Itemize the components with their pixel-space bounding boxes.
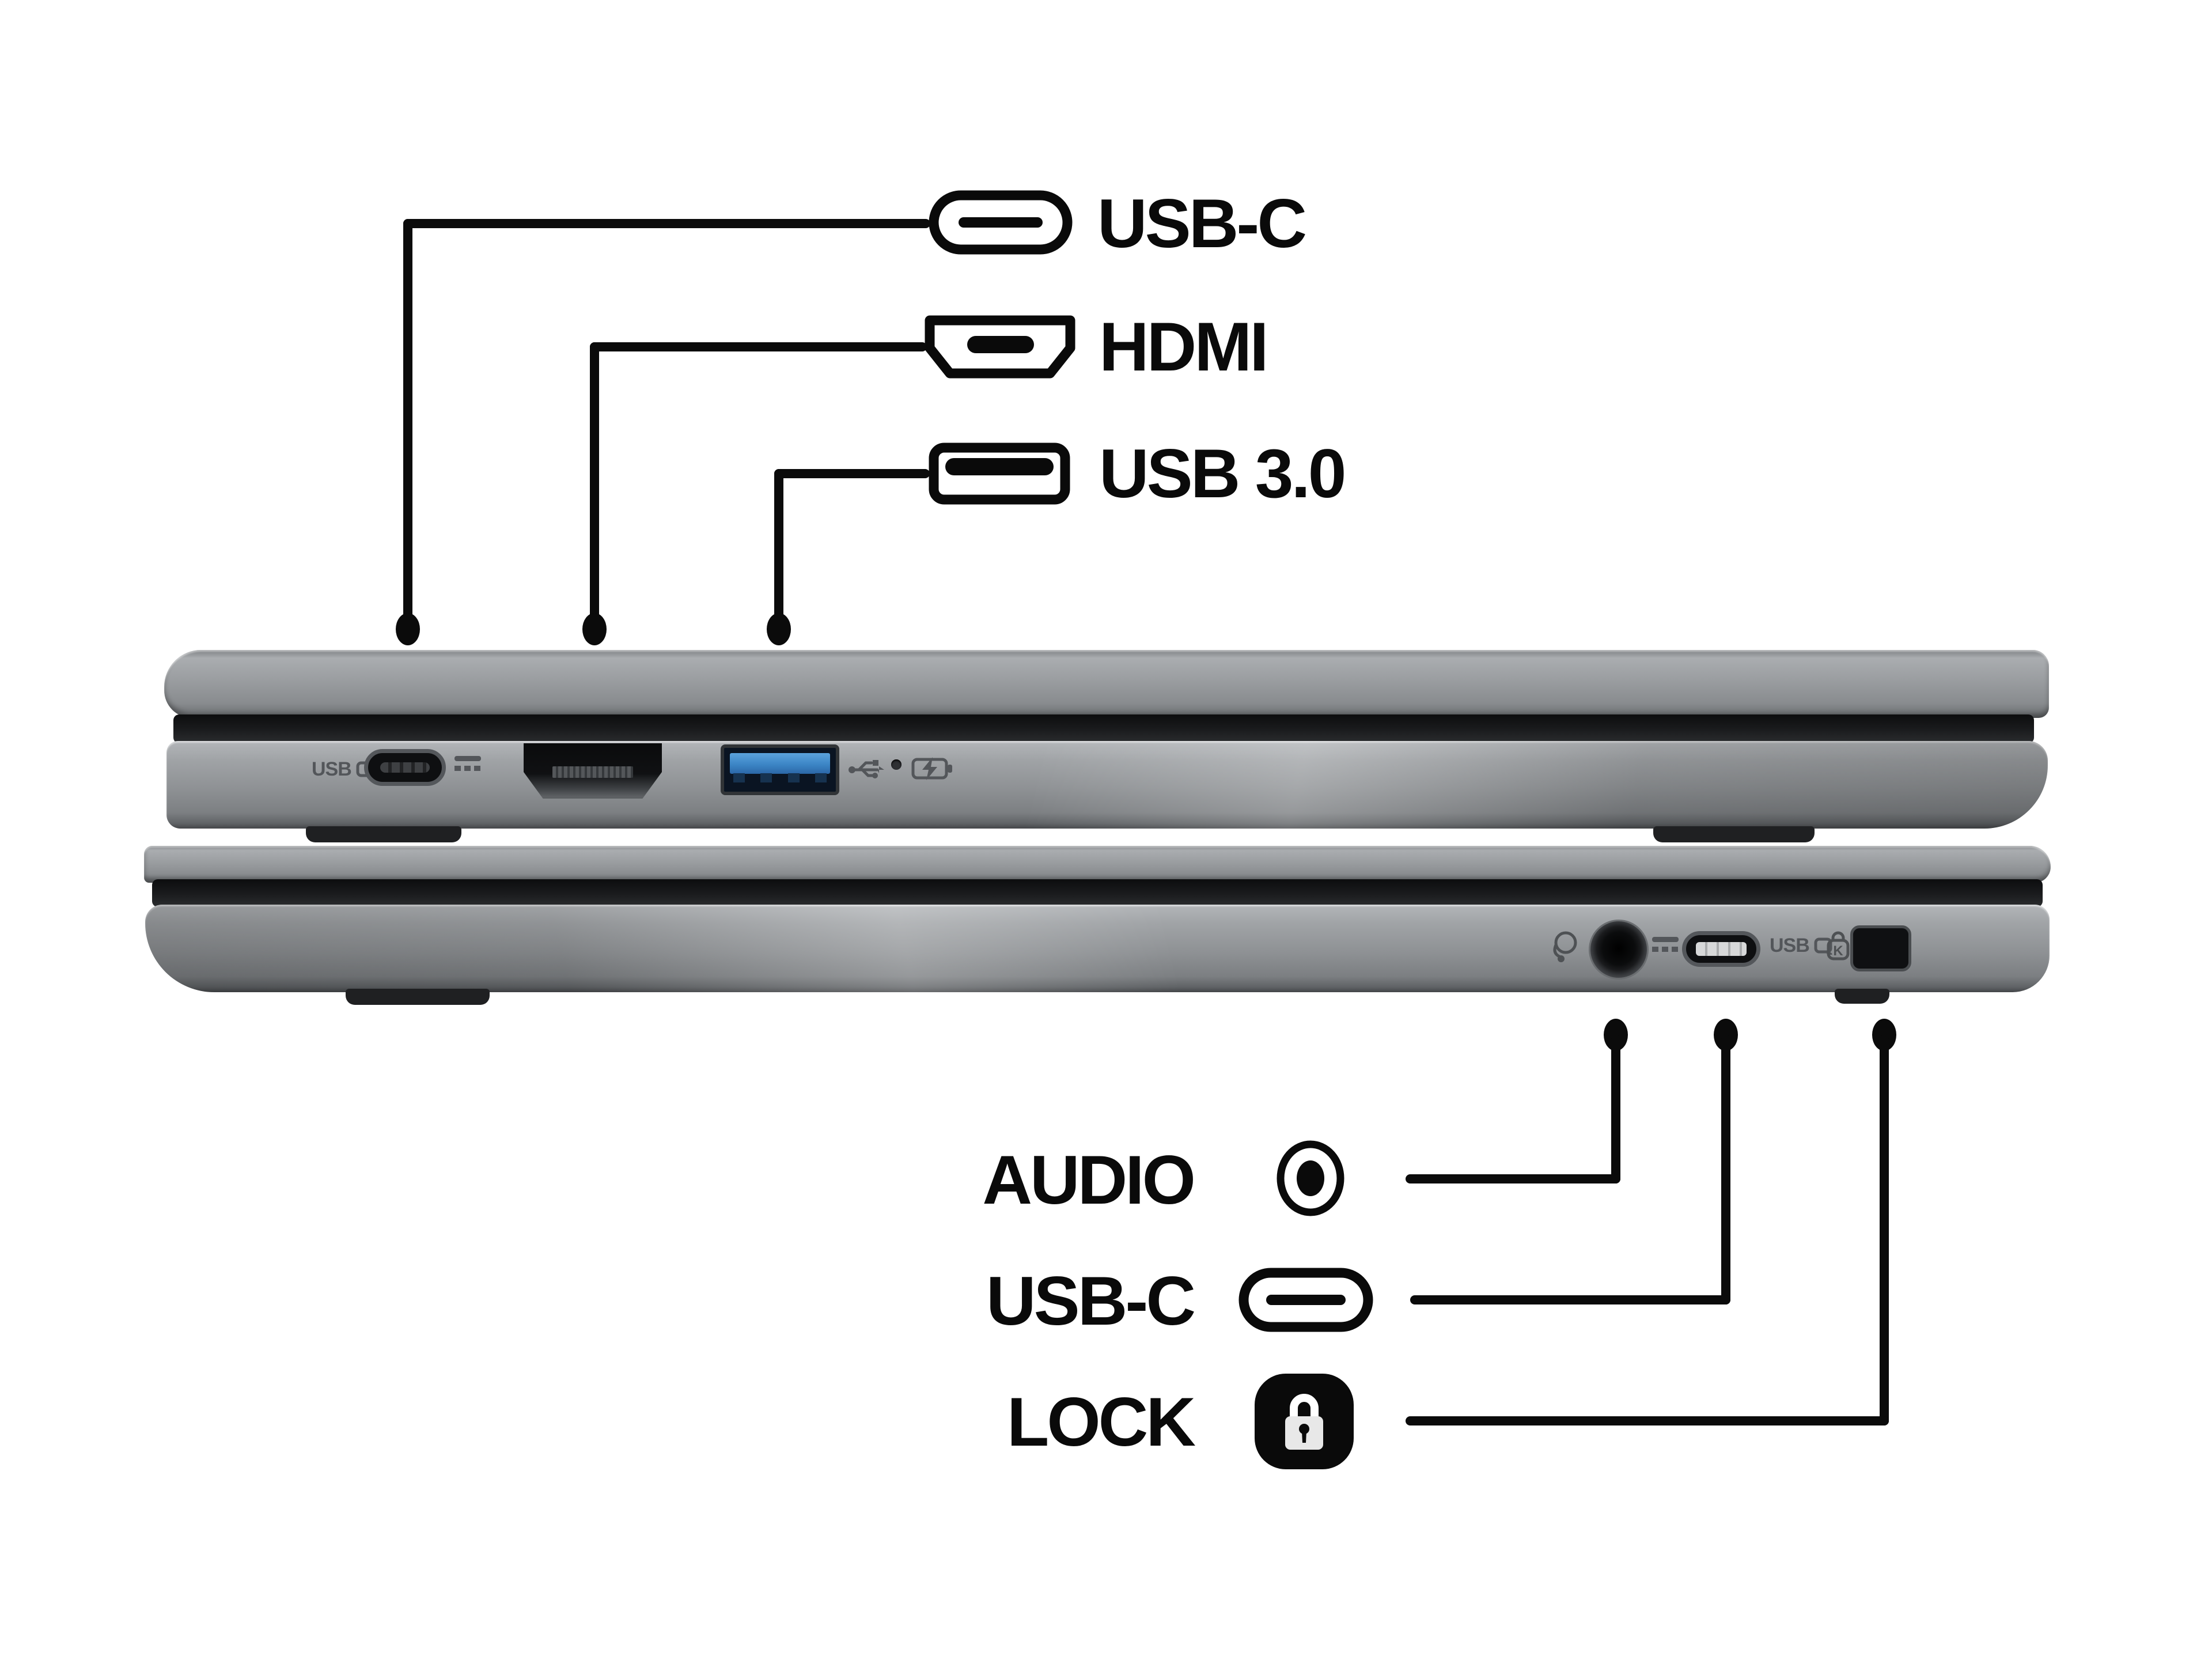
callout-line-usb-c-bottom-h [1410,1295,1730,1304]
label-hdmi: HDMI [1099,308,1269,385]
callout-line-hdmi-h [590,342,927,351]
callout-line-hdmi-v [590,342,599,626]
usb-c-port [1682,931,1760,967]
hinge-gap [152,879,2043,907]
audio-jack-icon [1275,1140,1346,1220]
callout-line-usb3-h [774,469,930,478]
laptop-lid [144,846,2051,883]
laptop-base: USB K [145,905,2050,992]
callout-line-lock-v [1880,1035,1889,1425]
callout-line-lock-h [1406,1416,1889,1425]
headset-print [1548,928,1582,967]
label-usb-c-top: USB-C [1097,185,1307,262]
label-usb-3-0: USB 3.0 [1099,435,1347,512]
usb-logo-print: USB [1770,935,1834,957]
dc-in-print [454,756,483,771]
hdmi-port-icon [923,315,1077,382]
battery-charge-print [911,755,956,785]
usb-c-port-icon-bottom [1238,1268,1373,1335]
kensington-print: K [1825,931,1851,965]
callout-dot-hdmi [582,613,607,645]
usb-c-port [364,749,446,786]
label-lock: LOCK [1007,1383,1196,1461]
callout-line-usb-c-bottom-v [1721,1035,1730,1304]
dc-in-print [1652,937,1681,952]
kensington-lock-icon [1253,1372,1355,1473]
rubber-foot [306,826,461,842]
lock-slot [1850,925,1911,971]
rubber-foot [1835,989,1889,1004]
callout-line-usb-c-top-h [403,219,930,228]
svg-text:K: K [1833,943,1843,959]
audio-jack [1589,920,1649,980]
callout-line-usb-c-top-v [403,219,412,622]
rubber-foot [346,989,490,1005]
hinge-gap [173,714,2034,743]
callout-dot-usb-c-top [396,613,420,645]
usb-a-port [721,744,839,795]
callout-dot-usb3 [767,613,791,645]
laptop-right-side-view: USB K [144,846,2051,1015]
callout-line-audio-h [1406,1174,1620,1183]
rubber-foot [1653,826,1815,842]
callout-line-usb3-v [774,469,783,626]
display-glyph [1814,937,1832,955]
laptop-base: USB [166,741,2048,829]
usb-trident-print [847,755,887,785]
display-glyph [356,761,374,778]
laptop-left-side-view: USB [164,650,2049,844]
led-indicator [891,759,902,770]
callout-line-audio-v [1611,1035,1620,1183]
laptop-lid [164,650,2049,718]
label-audio: AUDIO [982,1141,1196,1219]
usb-logo-print: USB [312,758,376,781]
hdmi-port [524,743,662,799]
usb-a-port-icon [929,443,1070,508]
usb-c-port-icon [929,190,1073,258]
label-usb-c-bottom: USB-C [986,1262,1196,1340]
